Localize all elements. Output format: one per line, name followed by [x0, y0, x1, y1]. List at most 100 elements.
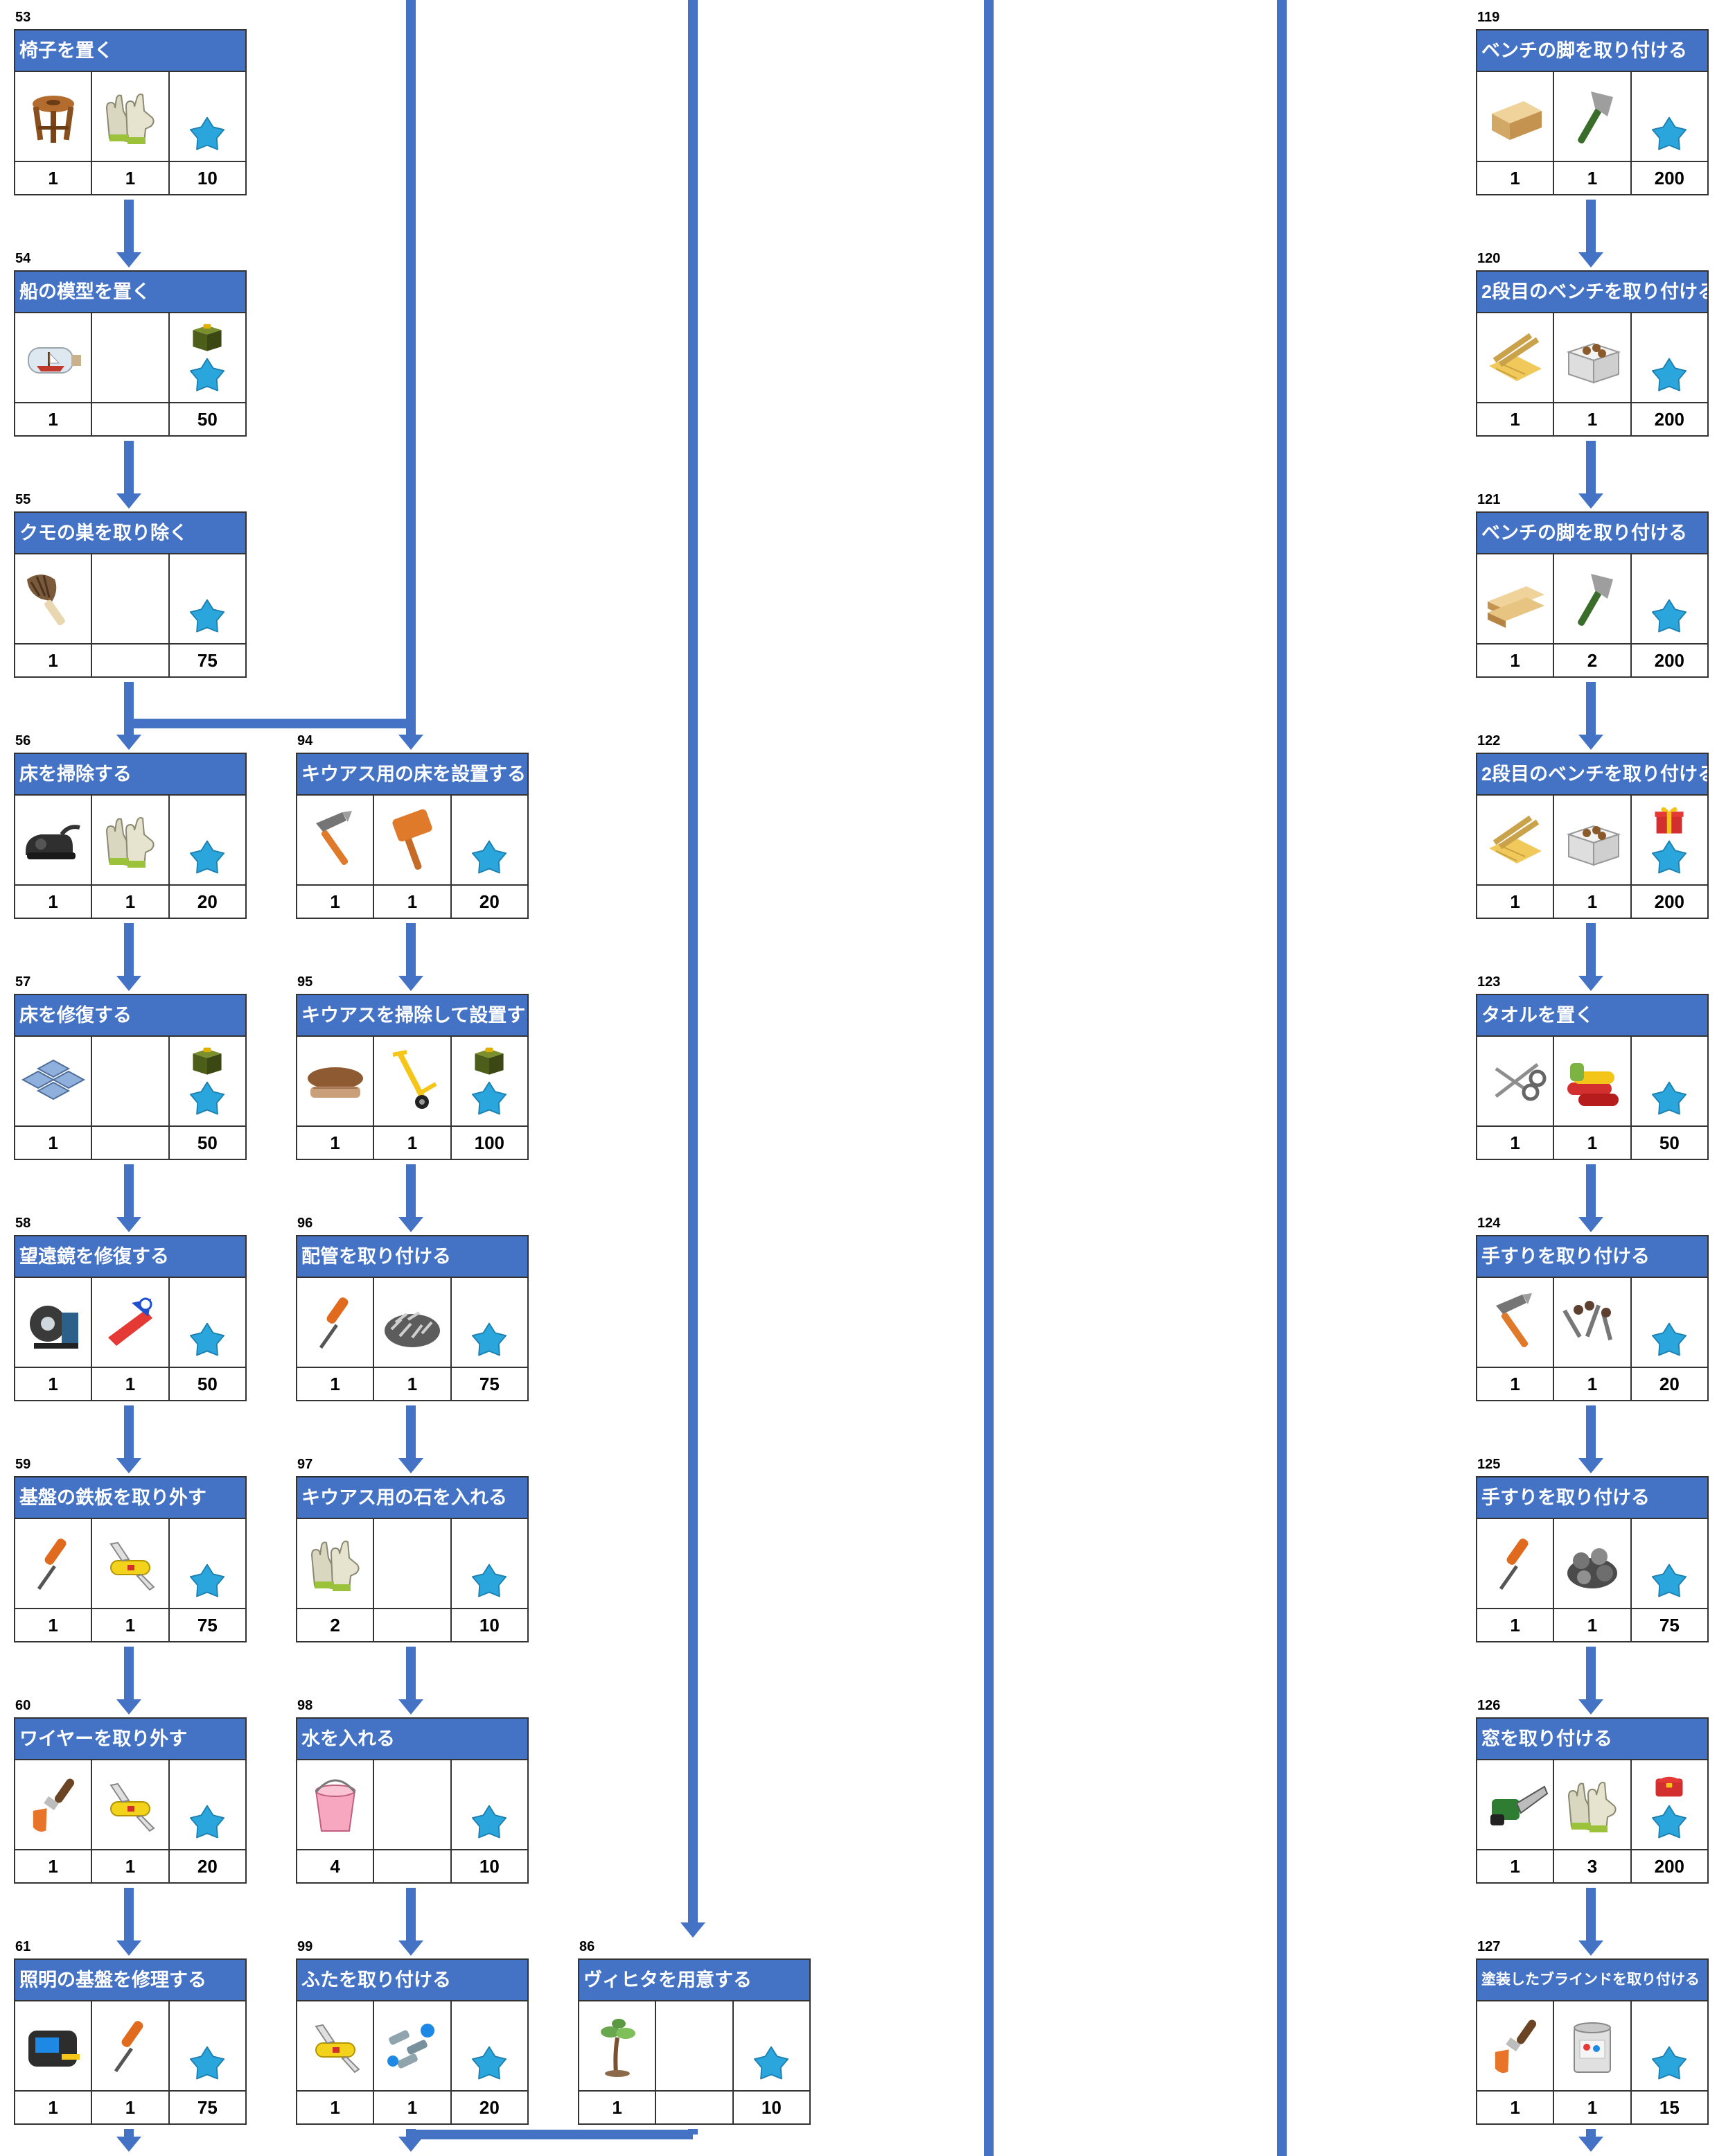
- wood-block-icon: [1491, 101, 1542, 140]
- item-slot: [15, 1519, 93, 1608]
- axe-icon: [1578, 91, 1613, 144]
- gloves-icon: [1567, 1782, 1617, 1832]
- item-quantity: 1: [1477, 886, 1555, 918]
- reward-value: 10: [197, 168, 218, 189]
- stool-icon: [32, 96, 74, 143]
- hammer-icon: [1495, 1293, 1532, 1348]
- item-quantity: 1: [297, 2092, 375, 2123]
- task-number: 55: [15, 492, 31, 507]
- item-quantity: 1: [15, 1850, 93, 1882]
- item-quantity: 1: [1477, 645, 1555, 676]
- reward-slot: [1632, 313, 1707, 402]
- star-icon: [472, 1322, 507, 1356]
- paint-tool-icon: [107, 1297, 152, 1346]
- flow-arrow-head: [116, 1940, 141, 1956]
- item-quantity: 1: [1554, 162, 1632, 194]
- item-quantity: 1: [1554, 1127, 1632, 1159]
- item-quantity: 1: [1477, 1850, 1555, 1882]
- paintbrush-icon: [33, 1778, 74, 1832]
- item-quantity: 1: [1477, 2092, 1555, 2123]
- flow-arrow-head: [398, 976, 423, 991]
- item-quantity: 1: [1554, 1609, 1632, 1641]
- flow-arrow-head: [1578, 735, 1603, 750]
- task-title: 船の模型を置く: [15, 272, 245, 313]
- required-items-row: [297, 1037, 527, 1127]
- item-slot: [1554, 72, 1632, 161]
- star-icon: [190, 1563, 225, 1597]
- green-box-icon: [475, 1047, 504, 1075]
- bolts-pile-icon: [1567, 1548, 1617, 1588]
- star-icon: [472, 1805, 507, 1839]
- task-title: 床を修復する: [15, 995, 245, 1037]
- flow-arrow-head: [116, 1458, 141, 1473]
- task-title: 基盤の鉄板を取り外す: [15, 1478, 245, 1519]
- item-slot: [92, 1760, 170, 1849]
- star-icon: [1652, 1805, 1687, 1839]
- task-title: ふたを取り付ける: [297, 1960, 527, 2001]
- gloves-icon: [105, 817, 155, 868]
- item-slot: [297, 1278, 375, 1367]
- reward-slot: [170, 1760, 245, 1849]
- item-quantity: [656, 2092, 734, 2123]
- floor-tiles-icon: [21, 1059, 85, 1101]
- paint-can-icon: [1573, 2022, 1611, 2073]
- item-slot: [297, 796, 375, 884]
- task-number: 119: [1477, 10, 1500, 25]
- item-slot: [374, 1037, 452, 1125]
- item-slot: [1477, 313, 1555, 402]
- measuring-tape-icon: [28, 2031, 80, 2067]
- item-quantity: 1: [15, 1127, 93, 1159]
- flow-arrow-head: [398, 1217, 423, 1232]
- item-quantity: 1: [297, 1127, 375, 1159]
- item-slot: [15, 796, 93, 884]
- reward-slot: [170, 1519, 245, 1608]
- item-slot: [92, 72, 170, 161]
- item-slot: [15, 1278, 93, 1367]
- item-slot: [1477, 1519, 1555, 1608]
- item-slot: [579, 2001, 657, 2090]
- bucket-icon: [315, 1779, 355, 1832]
